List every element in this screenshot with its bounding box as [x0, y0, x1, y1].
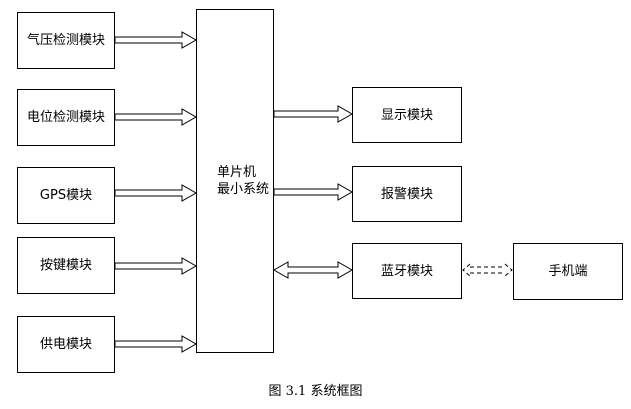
pressure-detection-label: 气压检测模块 [26, 33, 105, 48]
gps-label: GPS模块 [39, 188, 93, 203]
arrow-mcu-to-alarm [273, 183, 354, 201]
gps-module: GPS模块 [17, 167, 115, 224]
arrow-bluetooth-phone-wireless [462, 263, 513, 277]
potential-detection-label: 电位检测模块 [26, 110, 105, 125]
mcu-label-line1: 单片机 [217, 165, 257, 180]
power-module: 供电模块 [17, 316, 115, 373]
figure-caption: 图 3.1 系统框图 [268, 384, 363, 399]
arrow-potential-to-mcu [114, 108, 198, 126]
arrow-pressure-to-mcu [114, 31, 198, 49]
phone-label: 手机端 [548, 264, 588, 279]
alarm-label: 报警模块 [380, 186, 433, 202]
phone-terminal: 手机端 [513, 243, 623, 300]
bluetooth-module: 蓝牙模块 [352, 243, 462, 299]
arrow-mcu-bluetooth-bidirectional [272, 261, 354, 279]
display-module: 显示模块 [352, 87, 462, 143]
potential-detection-module: 电位检测模块 [17, 89, 115, 146]
mcu-label-line2: 最小系统 [217, 182, 270, 197]
arrow-key-to-mcu [114, 257, 198, 275]
arrow-power-to-mcu [114, 335, 198, 353]
power-label: 供电模块 [39, 337, 92, 352]
key-module: 按键模块 [17, 237, 115, 294]
arrow-mcu-to-display [273, 105, 354, 123]
mcu-minimum-system: 单片机 最小系统 [196, 9, 274, 353]
arrow-gps-to-mcu [114, 184, 198, 202]
bluetooth-label: 蓝牙模块 [380, 263, 433, 279]
pressure-detection-module: 气压检测模块 [17, 12, 115, 69]
key-label: 按键模块 [39, 258, 92, 273]
display-label: 显示模块 [380, 107, 433, 123]
alarm-module: 报警模块 [352, 166, 462, 222]
